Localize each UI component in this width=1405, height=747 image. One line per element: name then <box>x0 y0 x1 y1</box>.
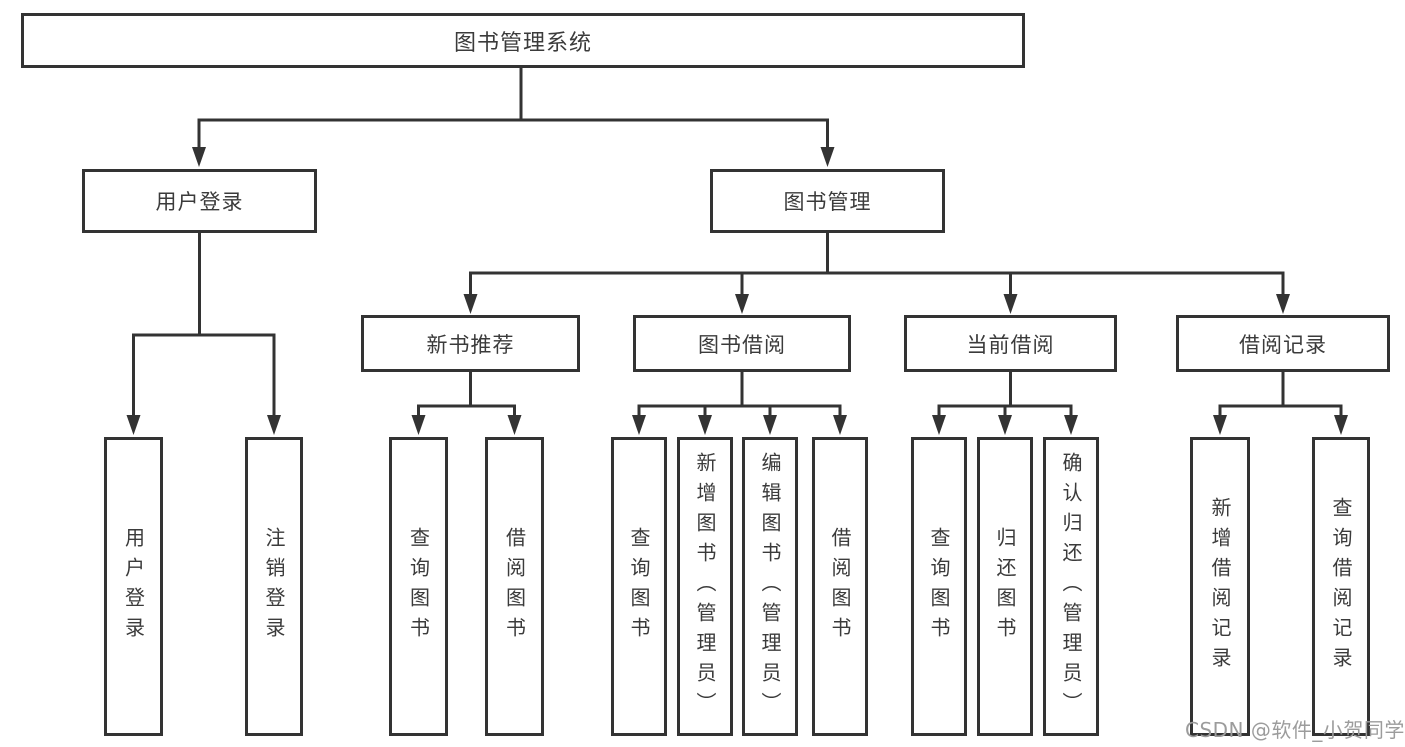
leaf-label: 新增借阅记录 <box>1208 496 1232 677</box>
node-book-management: 图书管理 <box>710 169 945 233</box>
leaf-label: 编辑图书（管理员） <box>758 451 782 722</box>
leaf-label: 借阅图书 <box>828 526 852 647</box>
leaf-label: 用户登录 <box>121 526 146 647</box>
node-leaf-query-books-recommend: 查询图书 <box>389 437 448 736</box>
leaf-label: 查询图书 <box>927 526 951 647</box>
leaf-label: 查询借阅记录 <box>1329 496 1353 677</box>
node-leaf-return-books: 归还图书 <box>977 437 1033 736</box>
group-label: 借阅记录 <box>1239 332 1327 357</box>
node-leaf-borrow-books: 借阅图书 <box>812 437 868 736</box>
node-leaf-add-borrow-record: 新增借阅记录 <box>1190 437 1250 736</box>
leaf-label: 查询图书 <box>406 526 431 647</box>
node-group-new-book-recommendation: 新书推荐 <box>361 315 580 372</box>
node-group-borrowing-records: 借阅记录 <box>1176 315 1390 372</box>
leaf-label: 注销登录 <box>262 526 286 647</box>
leaf-label: 新增图书（管理员） <box>693 451 717 722</box>
leaf-label: 归还图书 <box>993 526 1017 647</box>
node-leaf-query-books-borrowing: 查询图书 <box>611 437 667 736</box>
node-leaf-query-borrow-record: 查询借阅记录 <box>1312 437 1370 736</box>
leaf-label: 确认归还（管理员） <box>1059 451 1083 722</box>
node-leaf-borrow-books-recommend: 借阅图书 <box>485 437 544 736</box>
node-group-current-borrowing: 当前借阅 <box>904 315 1117 372</box>
leaf-label: 查询图书 <box>627 526 651 647</box>
group-label: 当前借阅 <box>966 332 1055 357</box>
node-group-book-borrowing: 图书借阅 <box>633 315 851 372</box>
node-leaf-add-books-admin: 新增图书（管理员） <box>677 437 733 736</box>
node-leaf-user-login: 用户登录 <box>104 437 163 736</box>
node-root-label: 图书管理系统 <box>453 30 592 56</box>
csdn-watermark: CSDN @软件_小贺同学 <box>1185 718 1405 742</box>
node-user-login-label: 用户登录 <box>155 190 244 214</box>
group-label: 图书借阅 <box>698 332 786 357</box>
node-root-system: 图书管理系统 <box>21 13 1025 68</box>
node-book-management-label: 图书管理 <box>783 190 872 214</box>
node-leaf-confirm-return-admin: 确认归还（管理员） <box>1043 437 1099 736</box>
node-leaf-edit-books-admin: 编辑图书（管理员） <box>742 437 798 736</box>
leaf-label: 借阅图书 <box>502 526 527 647</box>
node-leaf-logout: 注销登录 <box>245 437 303 736</box>
node-leaf-query-books-current: 查询图书 <box>911 437 967 736</box>
node-user-login: 用户登录 <box>82 169 317 233</box>
group-label: 新书推荐 <box>426 332 515 357</box>
